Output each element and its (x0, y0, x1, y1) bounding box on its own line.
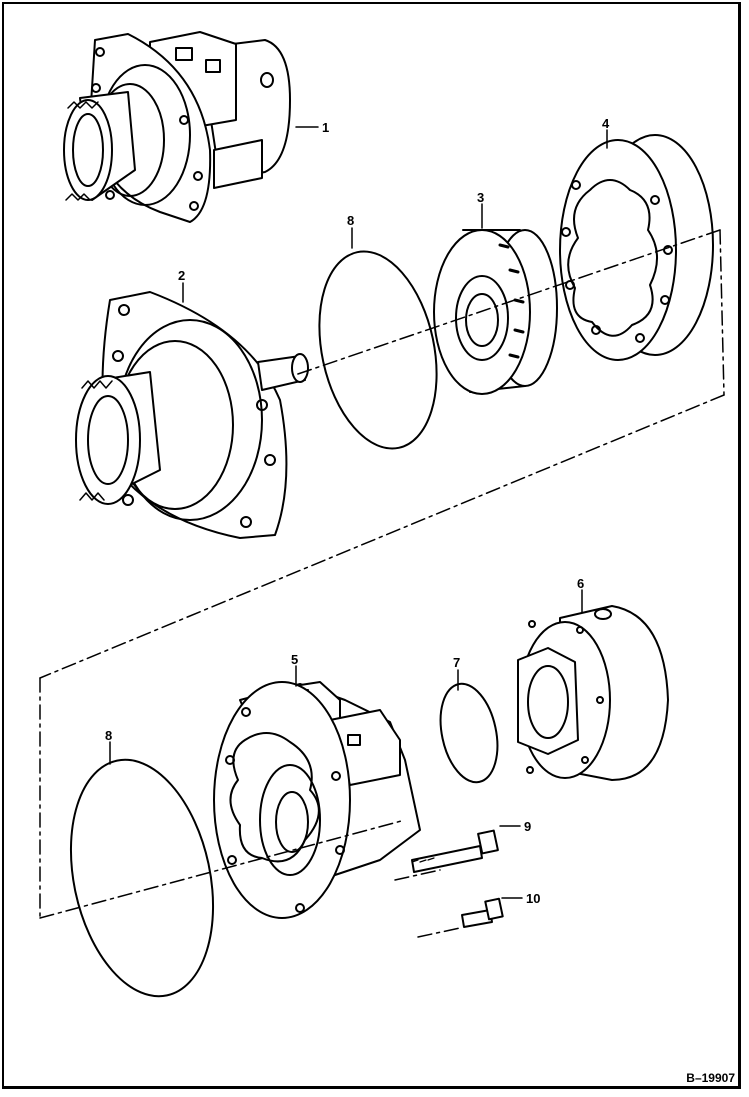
long-bolt-icon (411, 829, 499, 873)
callout-4: 4 (602, 116, 610, 131)
callout-9: 9 (524, 819, 531, 834)
large-o-ring-icon (318, 250, 438, 450)
spline-coupler-bearing-icon (433, 229, 558, 395)
hydraulic-motor-assembly-icon (63, 31, 319, 223)
callout-8-upper: 8 (347, 213, 354, 228)
callout-5: 5 (291, 652, 298, 667)
callout-2: 2 (178, 268, 185, 283)
leader-lines (109, 129, 608, 899)
short-bolt-icon (461, 897, 504, 928)
callout-7: 7 (453, 655, 460, 670)
valve-housing-icon (213, 681, 421, 919)
callout-8-lower: 8 (105, 728, 112, 743)
end-cover-icon (517, 605, 669, 781)
callout-10: 10 (526, 891, 540, 906)
figure-id-label: B–19907 (686, 1071, 735, 1085)
large-o-ring-icon (69, 758, 215, 998)
gerotor-ring-icon (559, 134, 714, 361)
diagram-border (2, 2, 741, 1089)
callouts: 1 2 3 4 5 6 7 8 8 9 10 (105, 116, 610, 906)
assembly-centerline (39, 229, 725, 938)
callout-1: 1 (322, 120, 329, 135)
callout-6: 6 (577, 576, 584, 591)
small-o-ring-icon (439, 682, 499, 784)
callout-3: 3 (477, 190, 484, 205)
flange-housing-with-output-shaft-icon (75, 291, 309, 539)
